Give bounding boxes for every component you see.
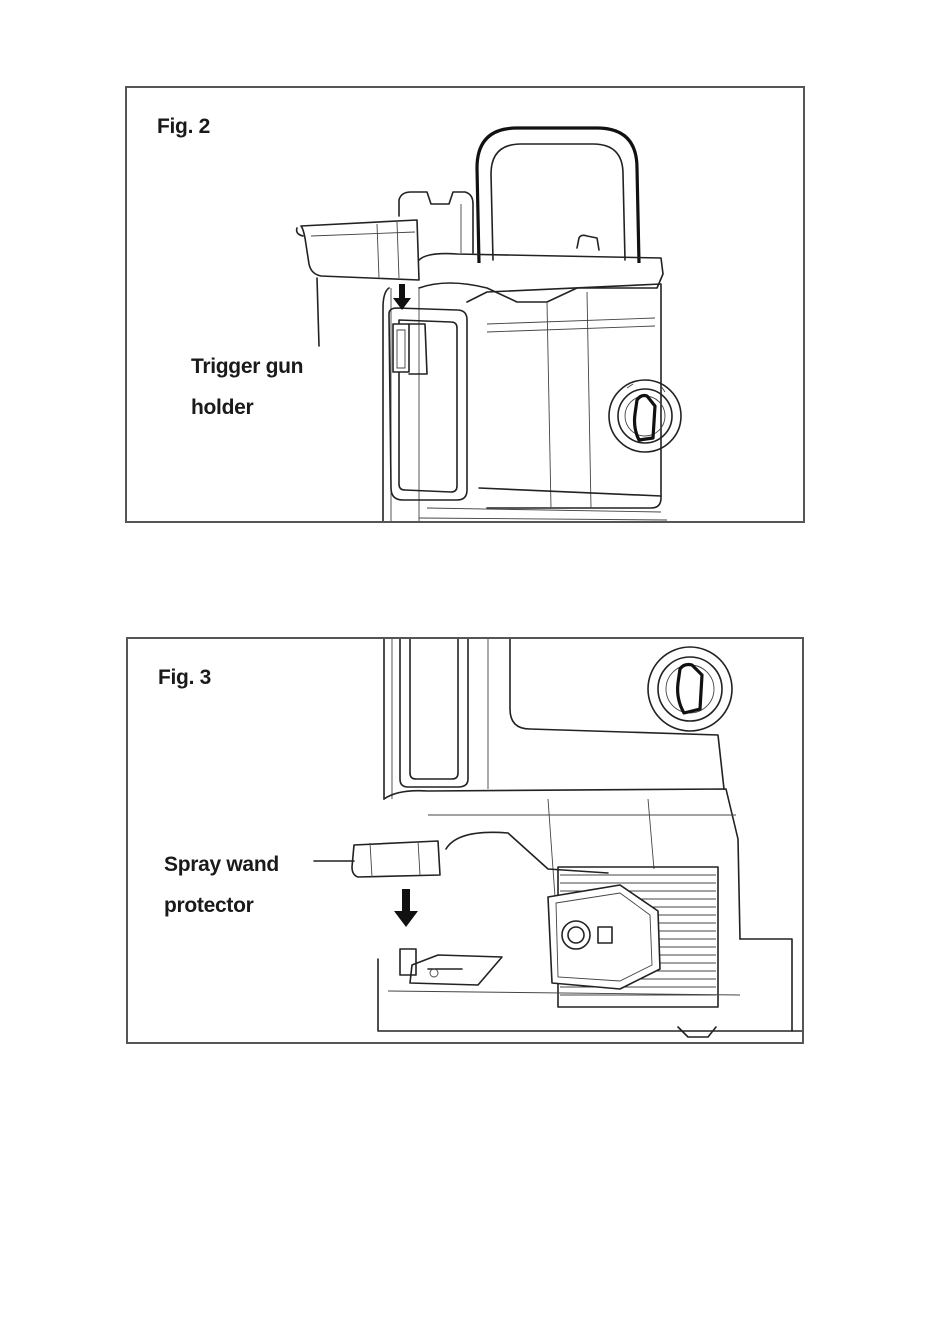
spray-wand-protector-label: Spray wand protector [164,844,279,926]
trigger-gun-holder-label: Trigger gun holder [191,346,303,428]
trigger-gun-holder-illustration [127,88,805,523]
figure-2-title: Fig. 2 [157,115,210,139]
figure-3: Fig. 3 Spray wand protector [126,637,804,1044]
figure-3-title: Fig. 3 [158,666,211,690]
callout-line-2: protector [164,885,279,926]
callout-line-1: Trigger gun [191,346,303,387]
callout-line-2: holder [191,387,303,428]
figure-2: Fig. 2 Trigger gun holder [125,86,805,523]
spray-wand-protector-illustration [128,639,804,1044]
callout-line-1: Spray wand [164,844,279,885]
